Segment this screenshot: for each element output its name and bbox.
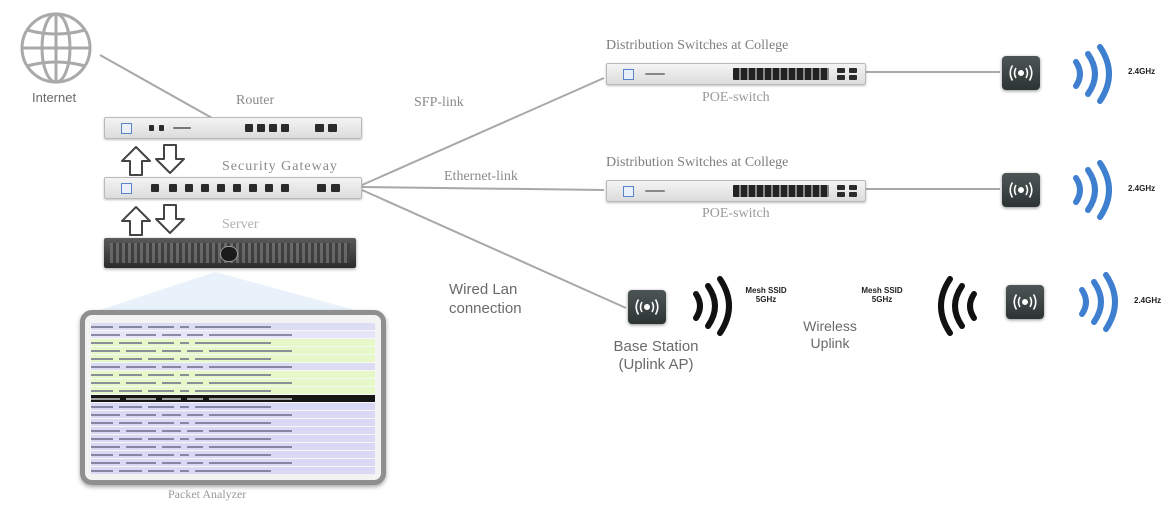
switch2-subtitle: POE-switch [702, 206, 770, 221]
packet-row [91, 355, 375, 362]
packet-row [91, 339, 375, 346]
packet-row [91, 435, 375, 442]
band-label: 2.4GHz [1128, 184, 1156, 193]
access-point-icon [1002, 173, 1040, 207]
wireless-uplink-line2: Uplink [810, 335, 850, 351]
mesh-ssid-left: Mesh SSID 5GHz [738, 286, 794, 304]
wired-lan-line1: Wired Lan [449, 281, 518, 298]
wired-lan-label: Wired Lan connection [449, 280, 522, 318]
base-station-label: Base Station (Uplink AP) [606, 338, 706, 374]
router-device [104, 117, 362, 139]
ethernet-link-line [361, 186, 605, 191]
sfp-link-line [361, 77, 605, 186]
mesh-ssid-right-line1: Mesh SSID [861, 286, 903, 295]
mesh-ssid-left-line2: 5GHz [755, 295, 777, 304]
packet-row [91, 443, 375, 450]
access-point-icon [1002, 56, 1040, 90]
packet-analyzer-screen [80, 310, 386, 485]
switch2-title: Distribution Switches at College [606, 155, 789, 170]
wireless-uplink-label: Wireless Uplink [792, 318, 868, 352]
packet-row [91, 467, 375, 474]
base-station-line1: Base Station [613, 338, 699, 355]
packet-row [91, 363, 375, 370]
wifi-waves-icon [938, 276, 977, 336]
switch1-title: Distribution Switches at College [606, 38, 789, 53]
packet-row [91, 331, 375, 338]
mesh-ssid-right: Mesh SSID 5GHz [854, 286, 910, 304]
packet-row [91, 403, 375, 410]
server-device [104, 238, 356, 268]
wifi-waves-icon [693, 276, 732, 336]
security-gateway-device [104, 177, 362, 199]
packet-row [91, 371, 375, 378]
wireless-uplink-line1: Wireless [803, 318, 857, 334]
switch2-device [606, 180, 866, 202]
up-down-arrows-icon [121, 204, 185, 236]
packet-row [91, 419, 375, 426]
globe-icon [20, 12, 92, 84]
server-label: Server [222, 217, 259, 232]
router-label: Router [236, 93, 275, 108]
packet-row [91, 323, 375, 330]
mesh-ssid-left-line1: Mesh SSID [745, 286, 787, 295]
base-station-line2: (Uplink AP) [618, 356, 694, 373]
packet-list [91, 323, 375, 474]
packet-row [91, 347, 375, 354]
analyzer-label: Packet Analyzer [168, 487, 247, 501]
mesh-ap-icon [1006, 285, 1044, 319]
band-label: 2.4GHz [1128, 67, 1156, 76]
packet-row [91, 387, 375, 394]
wifi-waves-icon [1079, 272, 1118, 332]
wired-lan-line [361, 189, 627, 309]
mesh-ssid-right-line2: 5GHz [871, 295, 893, 304]
base-station-icon [628, 290, 666, 324]
packet-row [91, 427, 375, 434]
wired-lan-line2: connection [449, 300, 522, 317]
ethernet-link-label: Ethernet-link [444, 169, 518, 184]
up-down-arrows-icon [121, 144, 185, 176]
internet-router-link [99, 54, 213, 119]
gateway-label: Security Gateway [222, 159, 338, 174]
wifi-waves-icon [1073, 160, 1112, 220]
server-analyzer-cone [100, 272, 355, 310]
packet-row [91, 459, 375, 466]
sfp-link-label: SFP-link [414, 95, 464, 110]
packet-row [91, 379, 375, 386]
band-label: 2.4GHz [1134, 296, 1162, 305]
packet-row [91, 395, 375, 402]
packet-row [91, 411, 375, 418]
packet-row [91, 451, 375, 458]
switch1-subtitle: POE-switch [702, 90, 770, 105]
switch1-device [606, 63, 866, 85]
internet-label: Internet [32, 90, 77, 105]
wifi-waves-icon [1073, 44, 1112, 104]
